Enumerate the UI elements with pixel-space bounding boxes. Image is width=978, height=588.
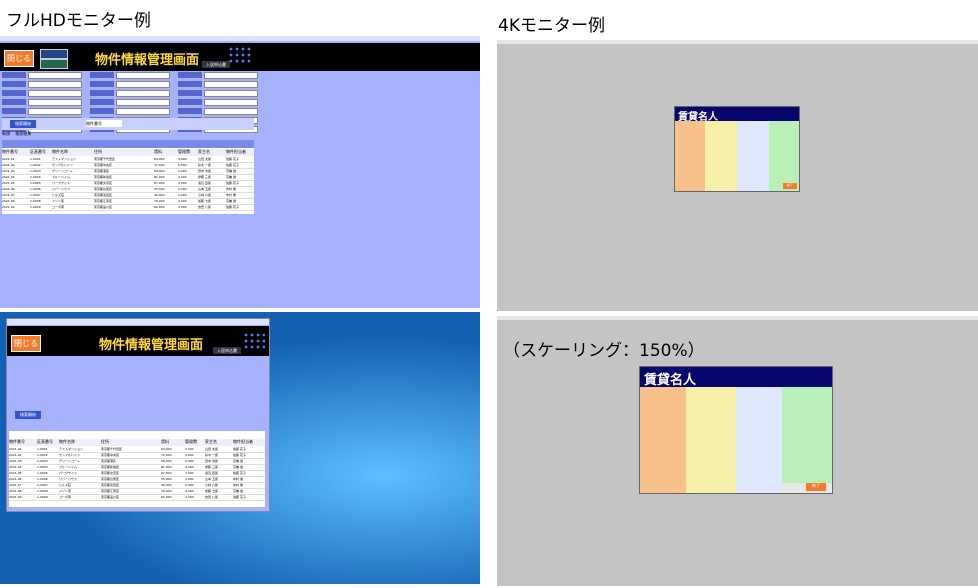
close-button-2[interactable]: 閉じる	[11, 335, 41, 352]
menu-exit-button-large[interactable]: 終了	[806, 483, 826, 491]
tab-new[interactable]: 新規	[2, 131, 10, 136]
close-button[interactable]: 閉じる	[4, 50, 34, 67]
menu-exit-button-small[interactable]: 終了	[783, 183, 797, 189]
app-window-win7: 閉じる 物件情報管理画面 入居申込書 検索開始 物件番号 区画番号 物件名称 住所 賃料…	[6, 318, 270, 512]
app-title-2: 物件情報管理画面	[99, 338, 204, 353]
column-header: 管理費	[185, 439, 197, 444]
column-header: 物件番号	[2, 149, 18, 154]
column-header: 区画番号	[37, 439, 53, 444]
sort-select[interactable]: 物件番号	[86, 120, 122, 127]
caption-scaling: （スケーリング：150%）	[503, 341, 705, 361]
app-title: 物件情報管理画面	[95, 53, 200, 68]
win7-screen: 閉じる 物件情報管理画面 入居申込書 検索開始 物件番号 区画番号 物件名称 住所 賃料…	[0, 312, 480, 584]
tab-entry-2[interactable]: 入居申込書	[213, 347, 241, 354]
column-header: 物件担当者	[226, 149, 246, 154]
column-header: 賃料	[154, 149, 162, 154]
search-button[interactable]: 検索開始	[10, 120, 36, 128]
menu-title-2: 賃貸名人	[644, 373, 697, 388]
column-header: 住所	[94, 149, 102, 154]
column-header: 物件名称	[59, 439, 75, 444]
toolbar-button-2[interactable]	[40, 59, 68, 69]
search-bar: 検索開始 物件番号	[2, 118, 254, 130]
column-header: 物件名称	[52, 149, 68, 154]
menu-title: 賃貸名人	[678, 112, 718, 123]
menu-window-large: 賃貸名人 終了	[639, 366, 833, 494]
tab-result[interactable]: 検索結果	[15, 131, 32, 136]
window-titlebar	[0, 36, 480, 41]
column-header: 物件番号	[9, 439, 25, 444]
tab-entry[interactable]: 入居申込書	[202, 61, 230, 68]
column-header: 管理費	[178, 149, 190, 154]
column-header: 家主名	[205, 439, 217, 444]
menu-window-small: 賃貸名人 終了	[674, 106, 800, 192]
scaling-screen: （スケーリング：150%） 賃貸名人 終了	[497, 316, 978, 586]
fourk-screen: 賃貸名人 終了	[497, 40, 978, 311]
logo-icon	[228, 46, 252, 64]
caption-4k: 4Kモニター例	[498, 16, 605, 36]
fullhd-screen: 閉じる 物件情報管理画面 入居申込書 検索開始 物件番号 新規 検索結果 検索結…	[0, 36, 480, 308]
column-header: 物件担当者	[233, 439, 253, 444]
table-header-2: 物件番号 区画番号 物件名称 住所 賃料 管理費 家主名 物件担当者	[9, 439, 265, 446]
column-header: 区画番号	[30, 149, 46, 154]
column-header: 賃料	[161, 439, 169, 444]
toolbar-button-1[interactable]	[40, 49, 68, 59]
search-button-2[interactable]: 検索開始	[15, 411, 41, 419]
caption-fullhd: フルHDモニター例	[6, 11, 151, 31]
column-header: 住所	[101, 439, 109, 444]
app-header: 閉じる 物件情報管理画面 入居申込書	[0, 43, 480, 71]
logo-icon-2	[243, 332, 265, 350]
tab-row: 新規 検索結果	[2, 131, 82, 139]
table-header: 物件番号 区画番号 物件名称 住所 賃料 管理費 家主名 物件担当者	[2, 149, 254, 156]
column-header: 家主名	[198, 149, 210, 154]
